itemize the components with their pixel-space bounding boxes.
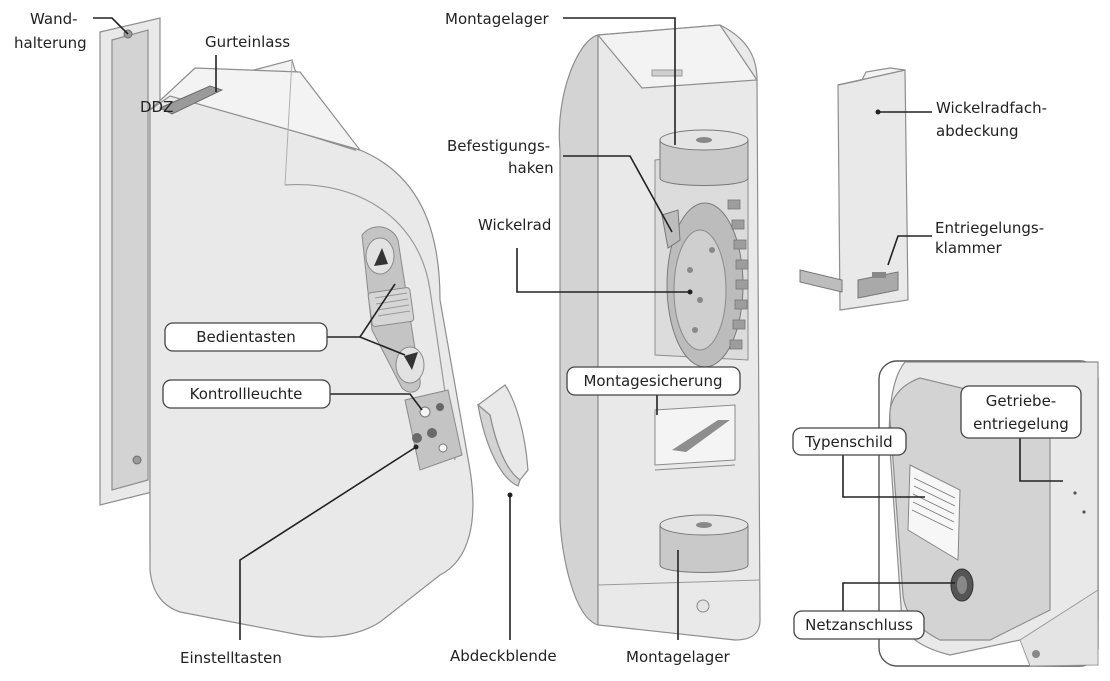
set-button-1[interactable] [436, 403, 444, 411]
label-bedientasten: Bedientasten [196, 328, 295, 346]
device-front-view: DDZ [99, 17, 474, 638]
label-typenschild: Typenschild [804, 433, 892, 451]
labels: Wand- halterung Gurteinlass Bedientasten… [14, 10, 1082, 667]
label-montagesicherung: Montagesicherung [583, 372, 722, 390]
label-wickelradfach-1: Wickelradfach- [936, 99, 1047, 117]
pill-montagesicherung [566, 366, 741, 396]
label-wandhalterung-2: halterung [14, 34, 87, 52]
label-entriegelung-1: Entriegelungs- [935, 219, 1044, 237]
control-panel [361, 226, 425, 393]
label-abdeckblende: Abdeckblende [450, 647, 557, 665]
leader-lines [93, 17, 1063, 640]
set-button-4[interactable] [438, 443, 448, 453]
label-einstelltasten: Einstelltasten [180, 649, 282, 667]
wheel-cover-part [799, 67, 909, 311]
svg-text:DDZ: DDZ [140, 98, 173, 116]
pill-bedientasten [164, 322, 328, 352]
stop-button[interactable] [367, 287, 415, 327]
label-netzanschluss: Netzanschluss [805, 616, 913, 634]
set-button-3[interactable] [427, 428, 437, 438]
label-getriebe-1: Getriebe- [986, 392, 1056, 410]
device-open-view [558, 24, 761, 641]
belt-inlet [158, 85, 224, 115]
label-befestigungshaken-2: haken [508, 159, 554, 177]
mounting-lock [654, 404, 736, 471]
bearing-top [659, 129, 749, 186]
label-kontrollleuchte: Kontrollleuchte [190, 385, 303, 403]
down-arrow-icon [404, 352, 418, 370]
label-entriegelung-2: klammer [935, 239, 1002, 257]
label-montagelager-bottom: Montagelager [626, 648, 731, 666]
label-wandhalterung-1: Wand- [30, 10, 78, 28]
up-arrow-icon [374, 248, 388, 266]
pill-netzanschluss [793, 610, 925, 640]
pill-getriebe [960, 385, 1082, 439]
winding-wheel [666, 199, 749, 368]
label-wickelrad: Wickelrad [478, 216, 551, 234]
set-button-2[interactable] [412, 433, 422, 443]
device-body [149, 91, 474, 638]
bearing-bottom [659, 514, 749, 573]
label-wickelradfach-2: abdeckung [936, 122, 1018, 140]
label-gurteinlass: Gurteinlass [205, 33, 290, 51]
pill-typenschild [792, 427, 907, 456]
release-clip-pin [799, 269, 843, 293]
label-montagelager-top: Montagelager [445, 10, 550, 28]
pill-kontrollleuchte [162, 379, 331, 409]
label-getriebe-2: entriegelung [973, 415, 1069, 433]
label-befestigungshaken-1: Befestigungs- [447, 137, 550, 155]
cover-plate [477, 384, 529, 487]
